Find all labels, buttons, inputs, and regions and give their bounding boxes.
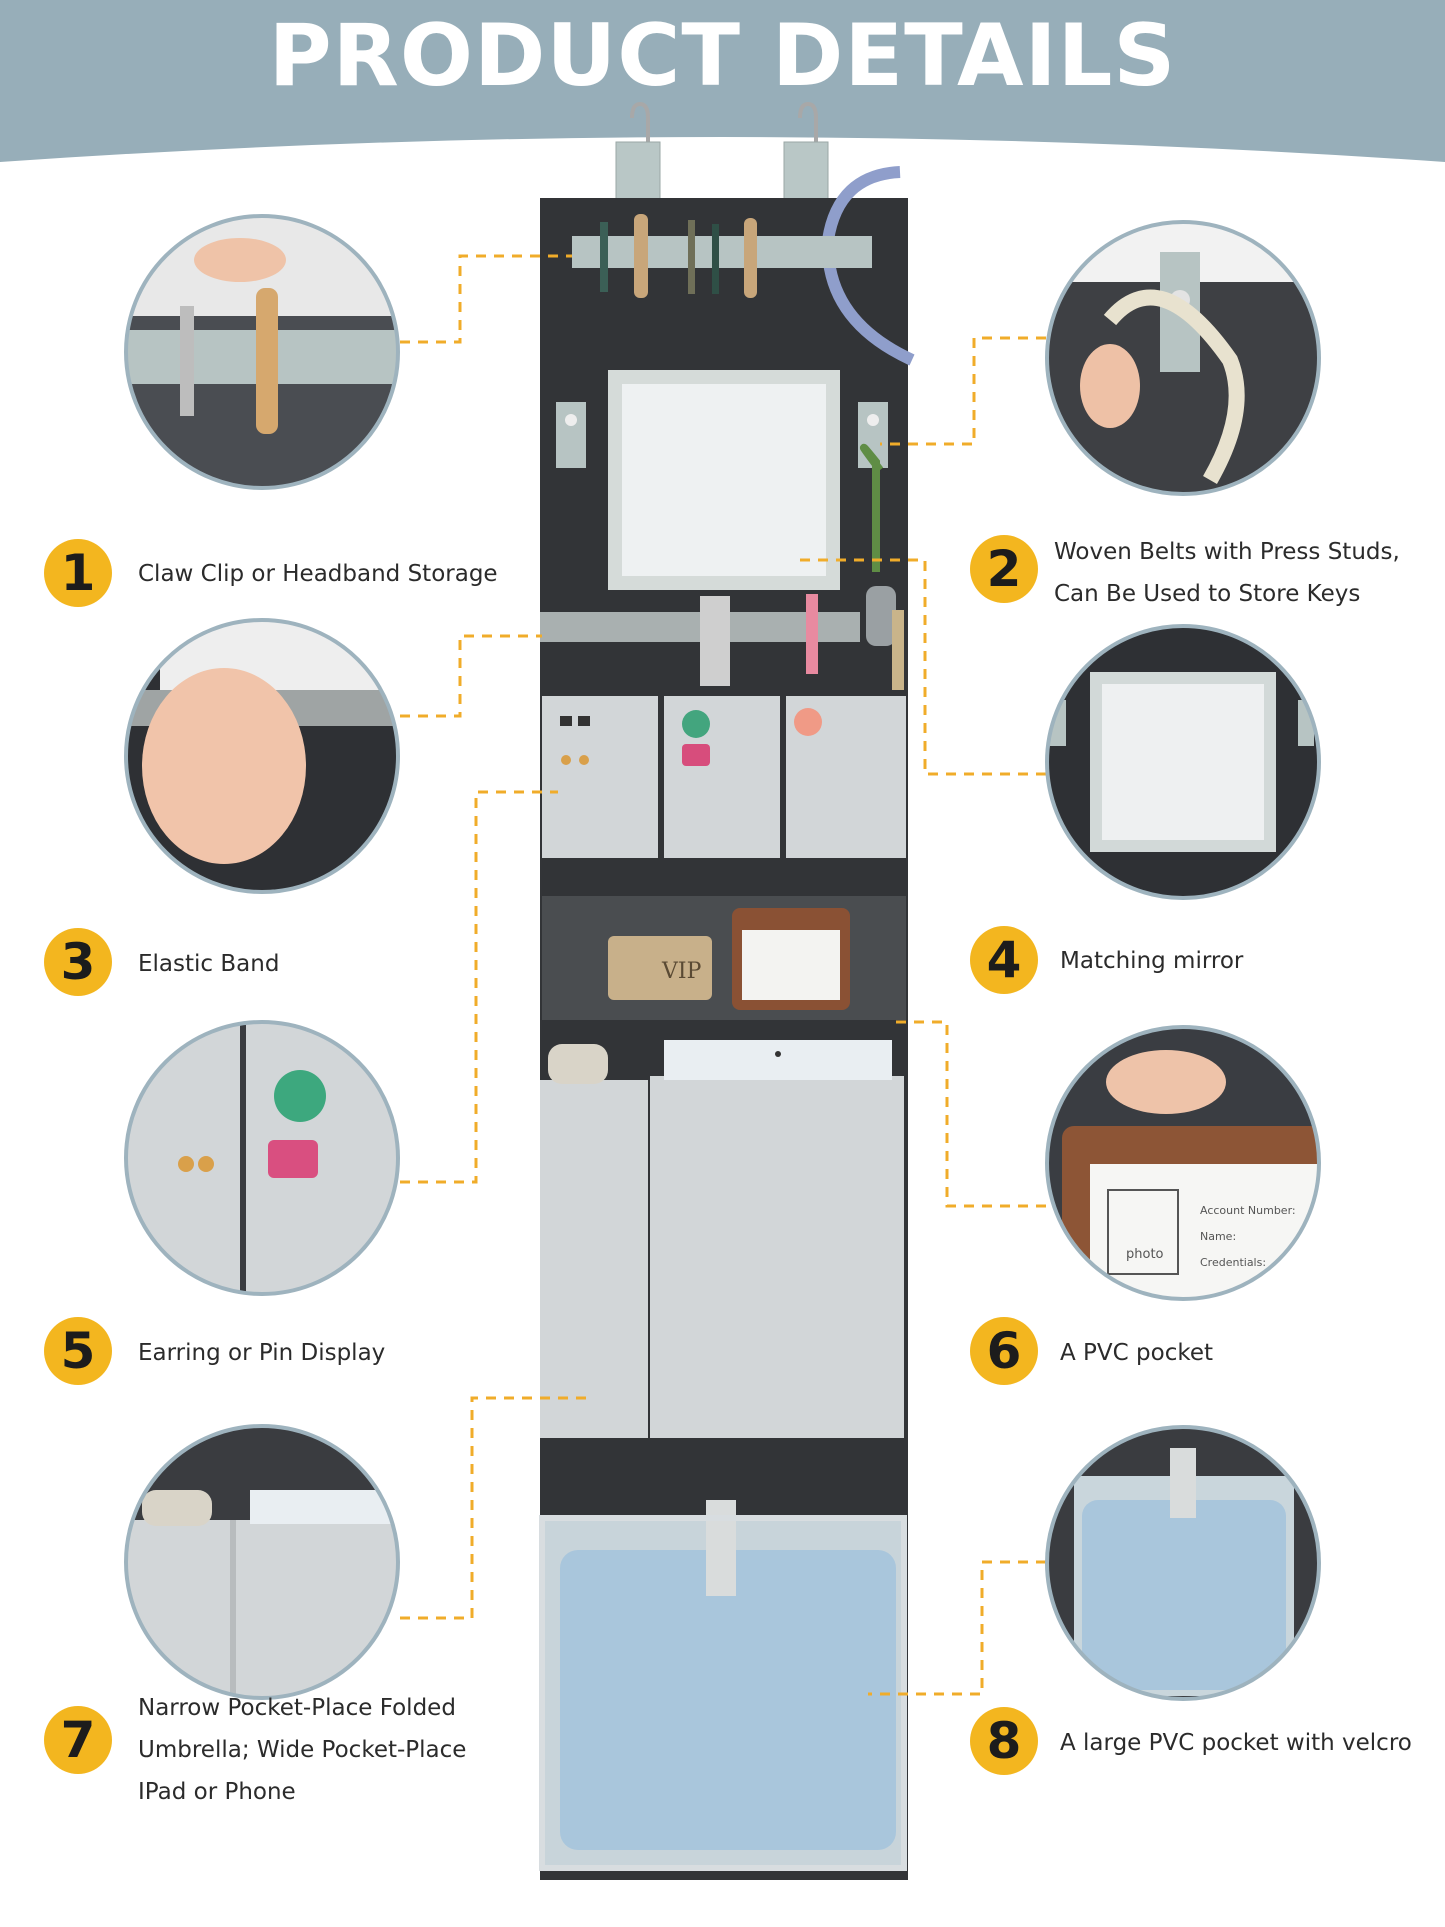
feature-label-6: A PVC pocket [1060, 1340, 1214, 1366]
account-number-label: Account Number: [1200, 1204, 1296, 1217]
feature-label-7: Narrow Pocket-Place Folded Umbrella; Wid… [138, 1695, 467, 1805]
feature-label-2: Woven Belts with Press Studs, Can Be Use… [1054, 539, 1400, 607]
page-title: PRODUCT DETAILS [268, 6, 1177, 106]
feature-number-6: 6 [970, 1317, 1038, 1385]
feature-number-3: 3 [44, 928, 112, 996]
feature-label-1: Claw Clip or Headband Storage [138, 561, 498, 587]
vip-card-text: VIP [661, 959, 702, 984]
detail-circle-earring-pin [124, 1020, 400, 1296]
feature-label-5: Earring or Pin Display [138, 1340, 386, 1366]
name-label: Name: [1200, 1230, 1236, 1243]
header-banner [0, 0, 1445, 162]
detail-circle-large-pvc [1045, 1425, 1321, 1701]
feature-number-5: 5 [44, 1317, 112, 1385]
hanging-hooks [615, 101, 829, 201]
pvc-card-pocket [542, 896, 906, 1020]
detail-circle-press-studs [1045, 220, 1321, 496]
credentials-label: Credentials: [1200, 1256, 1266, 1269]
detail-circle-elastic [124, 618, 400, 894]
feature-number-7: 7 [44, 1706, 112, 1774]
feature-label-3: Elastic Band [138, 951, 280, 977]
detail-circle-pvc-card: photo Account Number: Name: Credentials: [1045, 1025, 1321, 1301]
detail-circle-mirror [1045, 624, 1321, 900]
feature-number-8: 8 [970, 1707, 1038, 1775]
feature-label-8: A large PVC pocket with velcro [1060, 1730, 1412, 1756]
connector-lines [400, 254, 1046, 1696]
narrow-pocket [540, 1080, 648, 1438]
feature-label-4: Matching mirror [1060, 948, 1244, 974]
feature-number-1: 1 [44, 539, 112, 607]
feature-number-4: 4 [970, 926, 1038, 994]
photo-label: photo [1126, 1247, 1164, 1262]
earring-panels [542, 696, 906, 858]
wide-pocket [650, 1076, 904, 1438]
feature-number-2: 2 [970, 535, 1038, 603]
detail-circle-felt-pockets [124, 1424, 400, 1700]
detail-circle-clips [124, 214, 400, 490]
